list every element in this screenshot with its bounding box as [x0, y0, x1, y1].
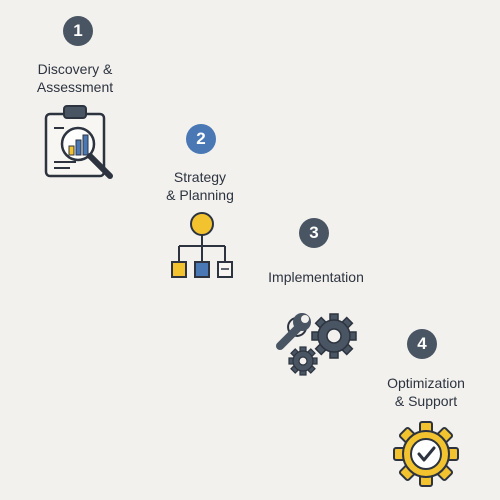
step-2-label-line2: & Planning	[166, 187, 234, 203]
step-2-label: Strategy & Planning	[150, 168, 250, 204]
step-2-number-badge: 2	[186, 124, 216, 154]
gear-check-icon	[393, 421, 459, 487]
step-3-number-badge: 3	[299, 218, 329, 248]
step-1-label: Discovery & Assessment	[20, 60, 130, 96]
step-1-number-badge: 1	[63, 16, 93, 46]
step-2-label-line1: Strategy	[173, 169, 227, 185]
step-3-label: Implementation	[258, 268, 374, 286]
step-3-label-line1: Implementation	[268, 269, 364, 285]
clipboard-magnifier-icon	[44, 105, 113, 179]
step-4-number-badge: 4	[407, 329, 437, 359]
step-4-label: Optimization & Support	[370, 374, 482, 410]
step-4-label-line2: & Support	[394, 393, 458, 409]
org-chart-icon	[171, 212, 233, 278]
step-1-label-line1: Discovery &	[37, 61, 113, 77]
step-4-label-line1: Optimization	[387, 375, 465, 391]
step-1-label-line2: Assessment	[36, 79, 114, 95]
wrench-gears-icon	[276, 313, 357, 376]
